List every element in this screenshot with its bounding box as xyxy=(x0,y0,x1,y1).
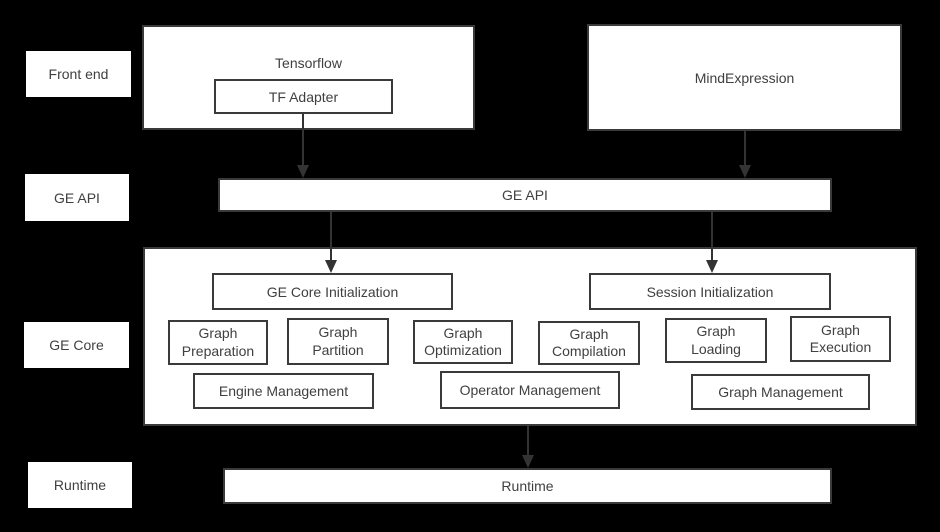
session-initialization-box: Session Initialization xyxy=(589,273,831,310)
arrow-down-icon xyxy=(297,165,309,178)
arrow-down-icon xyxy=(739,165,751,178)
row-label-front-end: Front end xyxy=(26,51,131,97)
arrow-down-icon xyxy=(522,455,534,468)
graph-compilation-box: Graph Compilation xyxy=(538,321,640,365)
runtime-bar: Runtime xyxy=(223,468,832,504)
arrow-ge-api-to-ge-core-initialization xyxy=(325,212,337,273)
ge-api-bar: GE API xyxy=(218,178,832,212)
row-label-ge-core: GE Core xyxy=(24,322,129,368)
arrow-tf-adapter-to-ge-api xyxy=(297,114,309,178)
arrow-ge-core-to-runtime xyxy=(522,426,534,468)
ge-core-initialization-box: GE Core Initialization xyxy=(212,273,453,310)
arrow-stem xyxy=(330,212,332,262)
arrow-stem xyxy=(744,131,746,167)
graph-optimization-box: Graph Optimization xyxy=(413,320,513,364)
row-label-ge-api: GE API xyxy=(25,174,129,221)
arrow-stem xyxy=(527,426,529,457)
tf-adapter-box: TF Adapter xyxy=(214,79,393,114)
tensorflow-box: Tensorflow TF Adapter xyxy=(142,25,475,130)
engine-management-box: Engine Management xyxy=(193,373,374,409)
tensorflow-label: Tensorflow xyxy=(275,55,342,71)
graph-preparation-box: Graph Preparation xyxy=(168,320,268,365)
arrow-stem xyxy=(302,114,304,167)
graph-partition-box: Graph Partition xyxy=(287,318,389,365)
graph-execution-box: Graph Execution xyxy=(790,316,891,362)
graph-management-box: Graph Management xyxy=(691,374,870,410)
arrow-stem xyxy=(711,212,713,262)
operator-management-box: Operator Management xyxy=(440,371,620,409)
arrow-down-icon xyxy=(706,260,718,273)
row-label-runtime: Runtime xyxy=(28,462,132,508)
graph-loading-box: Graph Loading xyxy=(665,318,767,363)
arrow-down-icon xyxy=(325,260,337,273)
mindexpression-box: MindExpression xyxy=(587,24,902,131)
arrow-ge-api-to-session-initialization xyxy=(706,212,718,273)
arrow-mindexpression-to-ge-api xyxy=(739,131,751,178)
